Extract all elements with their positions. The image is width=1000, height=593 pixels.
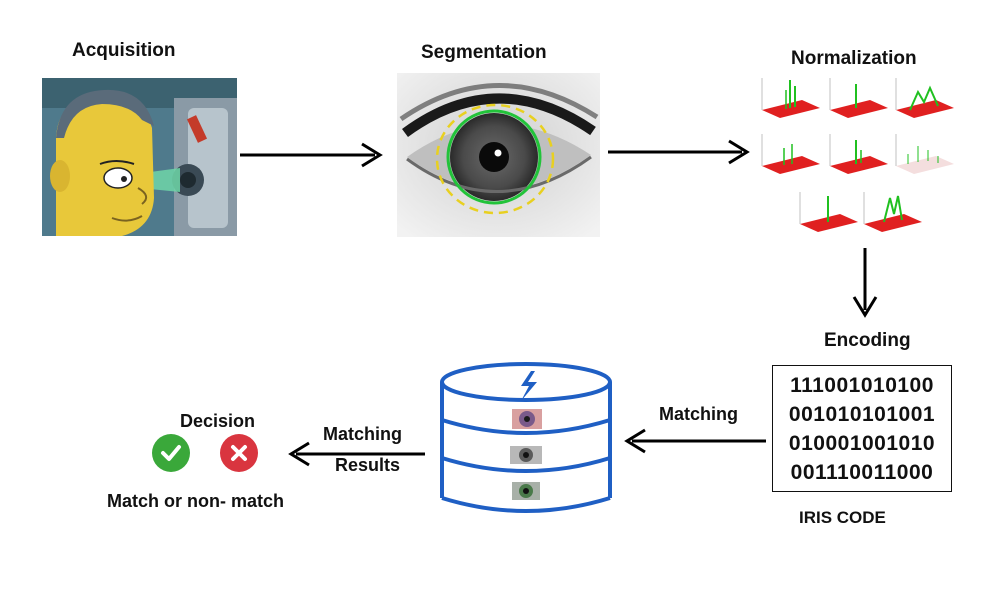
norm-plot-4: [761, 134, 820, 174]
norm-plot-8: [863, 192, 922, 232]
norm-plot-3: [895, 78, 954, 118]
segmentation-eye-image: [397, 73, 600, 237]
norm-plot-1: [761, 78, 820, 118]
matching-results-label-line1: Matching: [323, 424, 402, 444]
iris-code-line-2: 001010101001: [788, 402, 936, 426]
acquisition-image: [42, 78, 237, 236]
norm-plot-7: [799, 192, 858, 232]
decision-caption: Match or non- match: [107, 491, 285, 511]
normalization-label: Normalization: [791, 48, 917, 69]
norm-plot-5: [829, 134, 888, 174]
norm-plot-2: [829, 78, 888, 118]
iris-code-label: IRIS CODE: [799, 508, 886, 527]
lightning-icon: [521, 371, 537, 401]
db-iris-thumb-2: [510, 446, 542, 464]
cross-icon: [220, 434, 258, 472]
decision-label: Decision: [180, 411, 256, 431]
normalization-plots: [761, 78, 954, 232]
acquisition-label: Acquisition: [72, 40, 176, 61]
iris-code-line-1: 111001010100: [790, 373, 934, 397]
db-iris-thumb-3: [512, 482, 540, 500]
segmentation-label: Segmentation: [421, 42, 547, 63]
iris-code-box: 111001010100 001010101001 010001001010 0…: [772, 365, 952, 492]
iris-code-line-3: 010001001010: [788, 431, 936, 455]
check-icon: [152, 434, 190, 472]
encoding-label: Encoding: [824, 330, 911, 351]
iris-code-line-4: 001110011000: [790, 460, 934, 484]
db-iris-thumb-1: [512, 409, 542, 429]
norm-plot-6: [895, 134, 954, 174]
matching-results-label-line2: Results: [335, 455, 401, 475]
matching-label: Matching: [659, 404, 738, 424]
